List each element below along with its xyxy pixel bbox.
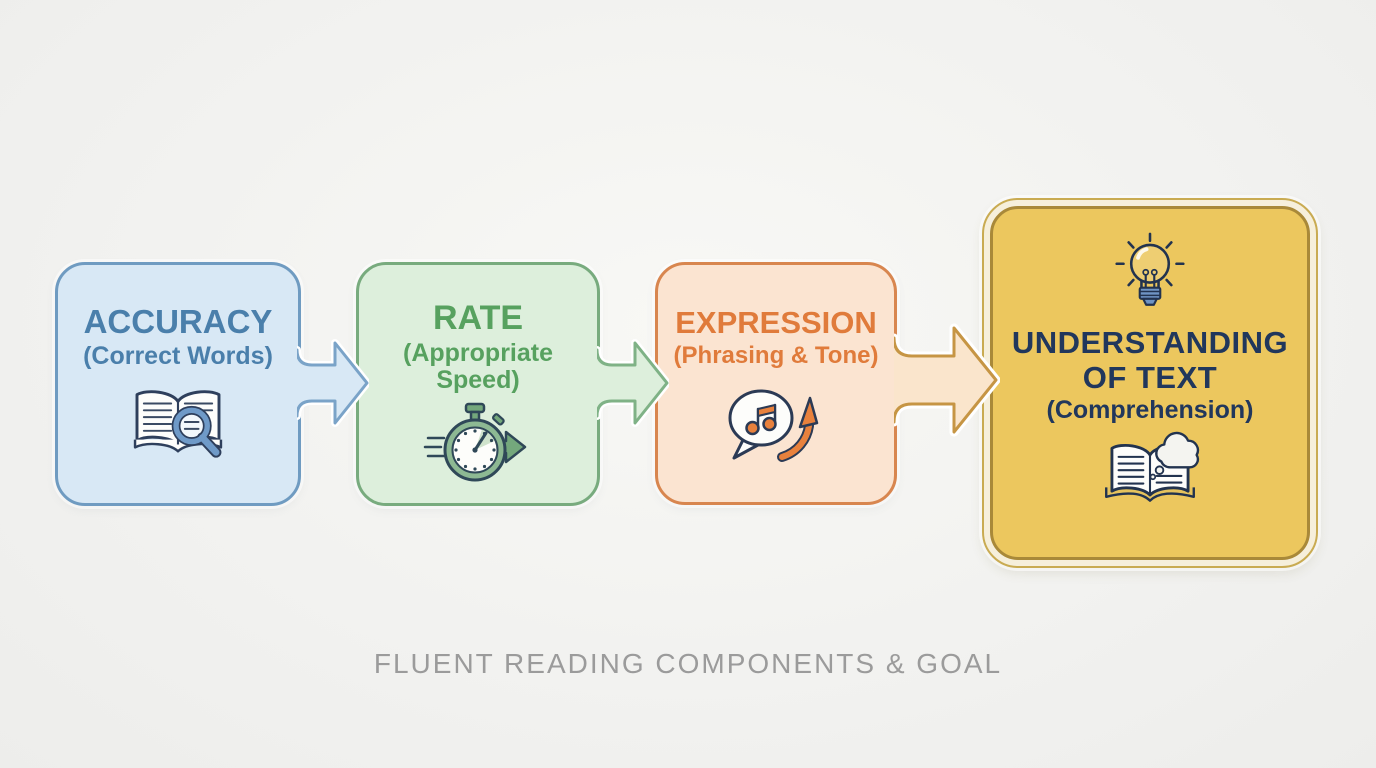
box-understanding-outer: UNDERSTANDING OF TEXT (Comprehension) — [982, 198, 1318, 568]
box-accuracy: ACCURACY (Correct Words) — [55, 262, 301, 506]
arrow-rate-to-expression — [597, 339, 669, 427]
speech-bubble-music-note-icon — [720, 382, 832, 475]
box-rate: RATE (Appropriate Speed) — [356, 262, 600, 506]
open-book-magnifier-icon — [127, 382, 229, 469]
box-rate-title: RATE — [432, 299, 524, 337]
lightbulb-icon — [1109, 231, 1191, 322]
box-rate-subtitle: (Appropriate Speed) — [403, 338, 553, 394]
box-expression-title: EXPRESSION — [675, 305, 877, 340]
box-understanding-subtitle: (Comprehension) — [1046, 396, 1254, 425]
open-book-thought-cloud-icon — [1091, 428, 1209, 525]
box-accuracy-subtitle: (Correct Words) — [83, 341, 273, 370]
diagram-caption: FLUENT READING COMPONENTS & GOAL — [373, 648, 1003, 679]
box-expression: EXPRESSION (Phrasing & Tone) — [655, 262, 897, 505]
arrow-expression-to-understanding — [894, 323, 1000, 437]
box-understanding: UNDERSTANDING OF TEXT (Comprehension) — [990, 206, 1310, 560]
box-accuracy-title: ACCURACY — [83, 303, 273, 340]
arrow-accuracy-to-rate — [297, 339, 369, 427]
box-understanding-title: UNDERSTANDING OF TEXT — [1011, 325, 1289, 395]
stopwatch-speed-icon — [422, 402, 534, 495]
box-expression-subtitle: (Phrasing & Tone) — [673, 341, 879, 369]
